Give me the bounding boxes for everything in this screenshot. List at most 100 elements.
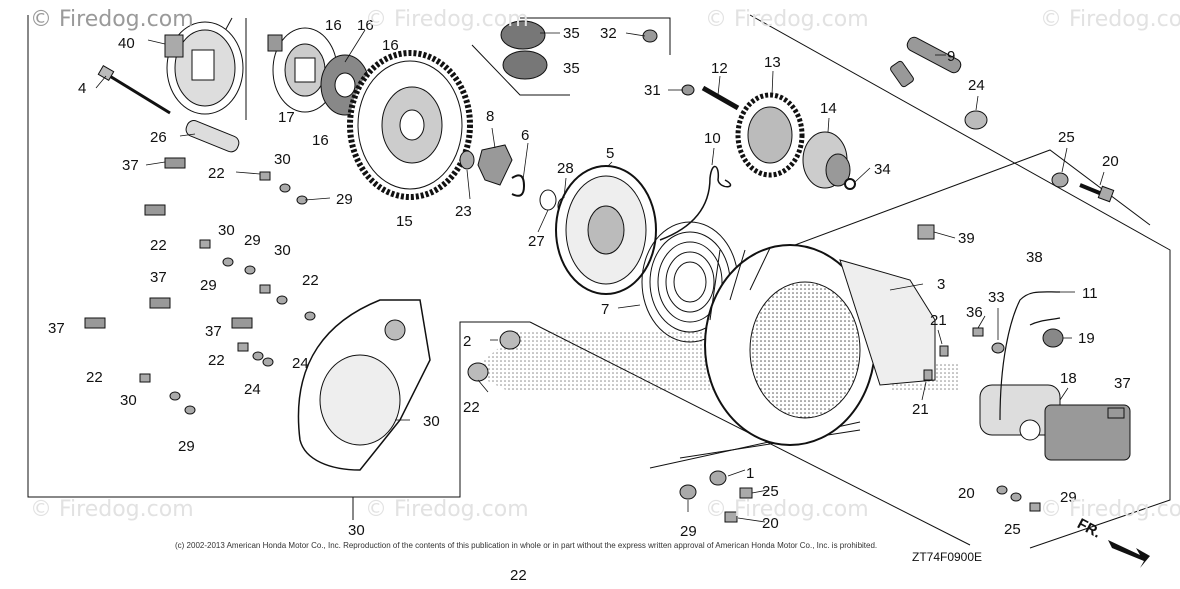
rubber-damper-part (500, 20, 548, 80)
screw-part (939, 345, 949, 357)
part-callout-29: 29 (336, 191, 353, 208)
part-callout-37: 37 (48, 320, 65, 337)
part-callout-30: 30 (120, 392, 137, 409)
part-callout-37: 37 (1114, 375, 1131, 392)
snap-ring-part (844, 178, 856, 190)
part-callout-38: 38 (1026, 249, 1043, 266)
part-callout-30: 30 (274, 151, 291, 168)
part-callout-32: 32 (600, 25, 617, 42)
part-callout-31: 31 (644, 82, 661, 99)
part-callout-9: 9 (947, 48, 955, 65)
part-callout-10: 10 (704, 130, 721, 147)
small-hardware (139, 171, 1041, 523)
screw-part (972, 327, 984, 337)
part-callout-28: 28 (557, 160, 574, 177)
part-callout-22: 22 (208, 352, 225, 369)
part-callout-12: 12 (711, 60, 728, 77)
part-callout-29: 29 (1060, 489, 1077, 506)
part-callout-16: 16 (357, 17, 374, 34)
fan-cover-part (297, 299, 431, 471)
part-callout-20: 20 (762, 515, 779, 532)
part-callout-16: 16 (382, 37, 399, 54)
part-callout-22: 22 (208, 165, 225, 182)
recoil-reel-part (555, 165, 657, 295)
part-callout-5: 5 (606, 145, 614, 162)
part-callout-8: 8 (486, 108, 494, 125)
fastener-part (917, 224, 935, 240)
part-callout-24: 24 (292, 355, 309, 372)
part-callout-35: 35 (563, 60, 580, 77)
part-callout-29: 29 (680, 523, 697, 540)
ratchet-parts (459, 144, 571, 215)
part-callout-3: 3 (937, 276, 945, 293)
bolt-part (84, 157, 1125, 419)
part-callout-22: 22 (510, 567, 527, 584)
part-callout-25: 25 (762, 483, 779, 500)
part-callout-22: 22 (86, 369, 103, 386)
washer-part (991, 342, 1005, 354)
screw-part (923, 369, 933, 381)
part-callout-1: 1 (746, 465, 754, 482)
part-callout-30: 30 (274, 242, 291, 259)
pinion-part (802, 131, 851, 189)
part-callout-34: 34 (874, 161, 891, 178)
flywheel-part (347, 50, 473, 200)
wiring-part (999, 291, 1061, 421)
part-callout-30: 30 (218, 222, 235, 239)
part-callout-29: 29 (244, 232, 261, 249)
part-callout-20: 20 (958, 485, 975, 502)
part-callout-37: 37 (205, 323, 222, 340)
bolt-part (1079, 183, 1115, 203)
part-callout-27: 27 (528, 233, 545, 250)
part-callout-14: 14 (820, 100, 837, 117)
forward-arrow-icon (1108, 540, 1150, 568)
rope-part (659, 165, 732, 241)
grommet-part (964, 110, 988, 130)
washer-part (1051, 172, 1069, 188)
part-callout-21: 21 (930, 312, 947, 329)
part-callout-30: 30 (423, 413, 440, 430)
part-callout-6: 6 (521, 127, 529, 144)
part-callout-24: 24 (244, 381, 261, 398)
part-callout-18: 18 (1060, 370, 1077, 387)
part-callout-19: 19 (1078, 330, 1095, 347)
part-callout-37: 37 (150, 269, 167, 286)
part-callout-22: 22 (463, 399, 480, 416)
part-callout-35: 35 (563, 25, 580, 42)
part-callout-36: 36 (966, 304, 983, 321)
part-callout-23: 23 (455, 203, 472, 220)
starter-pulley-part (164, 21, 244, 115)
part-callout-40: 40 (118, 35, 135, 52)
part-callout-20: 20 (1102, 153, 1119, 170)
long-bolt-part (97, 64, 171, 115)
part-callout-26: 26 (150, 129, 167, 146)
part-callout-30: 30 (348, 522, 365, 539)
part-callout-39: 39 (958, 230, 975, 247)
recoil-housing-part (704, 244, 936, 446)
part-callout-37: 37 (122, 157, 139, 174)
gear-part (735, 92, 805, 178)
part-callout-15: 15 (396, 213, 413, 230)
part-callout-7: 7 (601, 301, 609, 318)
cap-part (1042, 328, 1064, 348)
part-callout-16: 16 (312, 132, 329, 149)
diagram-code: ZT74F0900E (912, 550, 983, 564)
part-callout-29: 29 (178, 438, 195, 455)
part-callout-13: 13 (764, 54, 781, 71)
part-callout-11: 11 (1082, 285, 1098, 302)
leader-lines (95, 29, 1105, 523)
part-callout-16: 16 (325, 17, 342, 34)
grommet-part (499, 330, 521, 350)
part-callout-22: 22 (302, 272, 319, 289)
part-callout-33: 33 (988, 289, 1005, 306)
copyright-notice: (c) 2002-2013 American Honda Motor Co., … (175, 541, 878, 550)
part-callout-24: 24 (968, 77, 985, 94)
collar-part (185, 120, 240, 153)
part-callout-29: 29 (200, 277, 217, 294)
part-callout-17: 17 (278, 109, 295, 126)
grommet-part (467, 362, 489, 382)
t-handle-part (890, 36, 962, 88)
part-callout-22: 22 (150, 237, 167, 254)
